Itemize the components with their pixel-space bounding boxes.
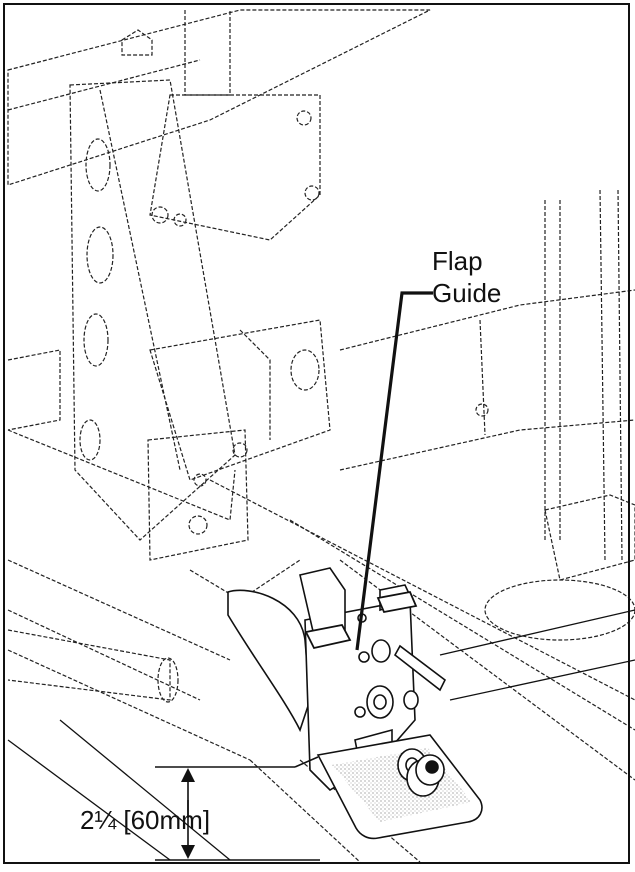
callout-leader-line [355,291,433,651]
dimension-marker [155,756,320,861]
lock-knob [406,754,445,797]
callout-label-line2: Guide [432,278,501,308]
callout-label-line1: Flap [432,246,483,276]
dimension-label: 2¼ [60mm] [80,805,210,835]
machine-frame-solid [7,609,635,861]
